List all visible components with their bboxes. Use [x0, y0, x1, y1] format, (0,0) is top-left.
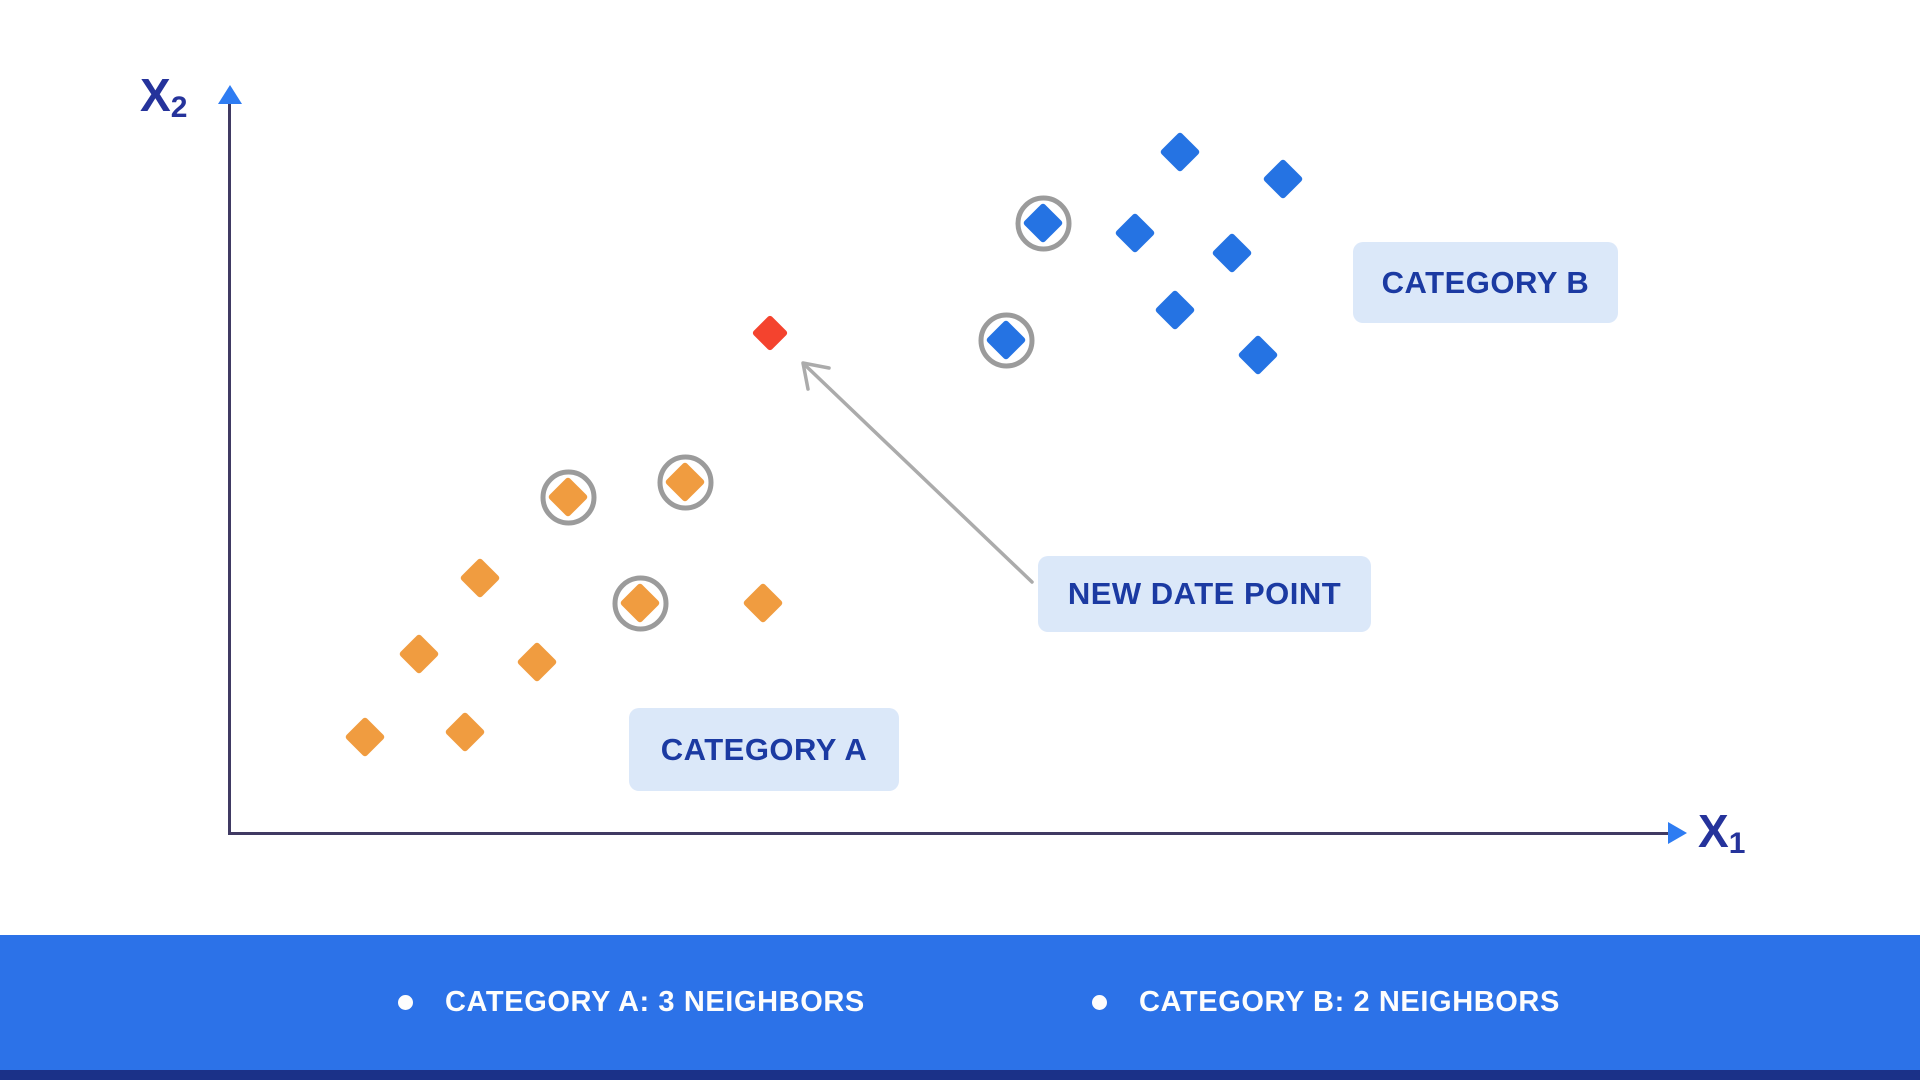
data-point-category-b: [1154, 289, 1196, 331]
footer-bar: CATEGORY A: 3 NEIGHBORS CATEGORY B: 2 NE…: [0, 935, 1920, 1070]
x-axis-arrowhead-icon: [1668, 822, 1687, 844]
diamond-icon: [344, 716, 386, 758]
data-point-category-a-neighbor: [612, 575, 668, 631]
data-point-category-b: [1159, 131, 1201, 173]
data-point-category-b: [1211, 232, 1253, 274]
data-point-category-a: [398, 633, 440, 675]
diamond-icon: [742, 582, 784, 624]
data-point-new: [751, 314, 789, 352]
data-point-category-b-neighbor: [978, 312, 1034, 368]
footer-accent-strip: [0, 1070, 1920, 1080]
neighbor-ring-icon: [540, 469, 596, 525]
diamond-icon: [1114, 212, 1156, 254]
neighbor-ring-icon: [1015, 195, 1071, 251]
data-point-category-a-neighbor: [657, 454, 713, 510]
bullet-icon: [398, 995, 413, 1010]
diamond-icon: [516, 641, 558, 683]
bullet-icon: [1092, 995, 1107, 1010]
category-b-label: CATEGORY B: [1353, 242, 1618, 323]
y-axis-label: X2: [140, 69, 188, 124]
data-point-category-b-neighbor: [1015, 195, 1071, 251]
diamond-icon: [1211, 232, 1253, 274]
y-axis-subscript: 2: [170, 91, 188, 124]
diamond-icon: [444, 711, 486, 753]
y-axis-line: [228, 100, 231, 833]
data-point-category-a: [516, 641, 558, 683]
diamond-icon: [459, 557, 501, 599]
y-axis-arrowhead-icon: [218, 85, 242, 104]
category-a-label: CATEGORY A: [629, 708, 899, 791]
x-axis-line: [228, 832, 1670, 835]
legend-category-a-text: CATEGORY A: 3 NEIGHBORS: [445, 986, 865, 1018]
data-point-category-a: [459, 557, 501, 599]
data-point-category-a: [344, 716, 386, 758]
diamond-icon: [1237, 334, 1279, 376]
legend-item-category-b: CATEGORY B: 2 NEIGHBORS: [1092, 935, 1560, 1070]
diamond-icon: [751, 314, 789, 352]
diamond-icon: [1262, 158, 1304, 200]
data-point-category-a: [444, 711, 486, 753]
data-point-category-a: [742, 582, 784, 624]
x-axis-subscript: 1: [1728, 827, 1746, 860]
neighbor-ring-icon: [657, 454, 713, 510]
data-point-category-b: [1262, 158, 1304, 200]
diamond-icon: [398, 633, 440, 675]
legend-category-b-text: CATEGORY B: 2 NEIGHBORS: [1139, 986, 1560, 1018]
new-data-point-label: NEW DATE POINT: [1038, 556, 1371, 632]
x-axis-label: X1: [1698, 805, 1746, 860]
data-point-category-a-neighbor: [540, 469, 596, 525]
neighbor-ring-icon: [612, 575, 668, 631]
data-point-category-b: [1114, 212, 1156, 254]
data-point-category-b: [1237, 334, 1279, 376]
diamond-icon: [1154, 289, 1196, 331]
diamond-icon: [1159, 131, 1201, 173]
legend-item-category-a: CATEGORY A: 3 NEIGHBORS: [398, 935, 865, 1070]
